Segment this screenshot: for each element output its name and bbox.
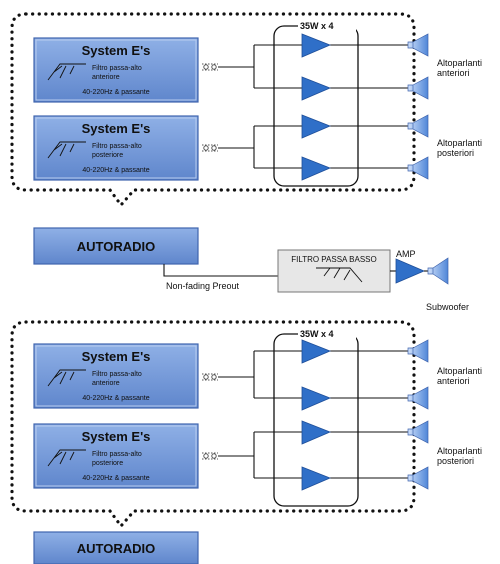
speaker-label-rear: Altoparlanti (437, 446, 482, 456)
module-line2: anteriore (92, 74, 120, 81)
rca-connector-icon (202, 63, 218, 152)
signal-wiring (218, 44, 408, 169)
module-title: System E's (82, 121, 151, 136)
module-line2: posteriore (92, 460, 123, 467)
speaker-label-rear: Altoparlanti (437, 138, 482, 148)
rca-connector-icon (202, 373, 218, 460)
filter-curve-icon (316, 267, 363, 283)
filter-curve-icon (47, 63, 86, 81)
module-rear: System E's Filtro passa-alto posteriore … (33, 423, 199, 489)
module-range: 40-220Hz & passante (82, 475, 149, 482)
speaker-label-front: Altoparlanti (437, 366, 482, 376)
module-line1: Filtro passa-alto (92, 143, 142, 150)
section-enclosure (10, 320, 416, 529)
lowpass-filter-box: FILTRO PASSA BASSO (277, 249, 391, 293)
subwoofer-speaker-icon (427, 257, 449, 285)
power-label: 35W x 4 (300, 329, 334, 339)
subwoofer-chain: Non-fading Preout FILTRO PASSA BASSO AMP… (163, 249, 469, 312)
subwoofer-label: Subwoofer (426, 302, 469, 312)
amplifier-icon (301, 33, 332, 181)
module-line2: anteriore (92, 380, 120, 387)
module-line1: Filtro passa-alto (92, 451, 142, 458)
module-line1: Filtro passa-alto (92, 65, 142, 72)
speaker-label-front-sub: anteriori (437, 376, 470, 386)
speaker-icon (407, 33, 429, 180)
amp-label: AMP (396, 249, 416, 259)
module-range: 40-220Hz & passante (82, 89, 149, 96)
section-top: 35W x 4 System E's Filtro passa-alto ant… (10, 12, 482, 265)
amplifier-icon (395, 258, 426, 284)
power-label: 35W x 4 (300, 21, 334, 31)
filter-curve-icon (47, 141, 86, 159)
module-rear: System E's Filtro passa-alto posteriore … (33, 115, 199, 181)
module-range: 40-220Hz & passante (82, 395, 149, 402)
amplifier-icon (301, 339, 332, 491)
module-title: System E's (82, 349, 151, 364)
lowpass-label: FILTRO PASSA BASSO (291, 255, 377, 264)
filter-curve-icon (47, 449, 86, 467)
module-front: System E's Filtro passa-alto anteriore 4… (33, 37, 199, 103)
section-enclosure (10, 12, 416, 208)
preout-label: Non-fading Preout (166, 281, 240, 291)
autoradio-unit: AUTORADIO (33, 227, 199, 265)
module-line1: Filtro passa-alto (92, 371, 142, 378)
module-title: System E's (82, 429, 151, 444)
speaker-label-front-sub: anteriori (437, 68, 470, 78)
autoradio-label: AUTORADIO (77, 239, 155, 254)
module-line2: posteriore (92, 152, 123, 159)
autoradio-unit: AUTORADIO (33, 531, 199, 564)
module-title: System E's (82, 43, 151, 58)
module-front: System E's Filtro passa-alto anteriore 4… (33, 343, 199, 409)
speaker-label-front: Altoparlanti (437, 58, 482, 68)
speaker-label-rear-sub: posteriori (437, 456, 474, 466)
module-range: 40-220Hz & passante (82, 167, 149, 174)
signal-wiring (218, 350, 408, 479)
autoradio-label: AUTORADIO (77, 541, 155, 556)
speaker-icon (407, 339, 429, 490)
speaker-label-rear-sub: posteriori (437, 148, 474, 158)
preout-line (163, 264, 278, 277)
filter-curve-icon (47, 369, 86, 387)
section-bottom: 35W x 4 System E's Filtro passa-alto ant… (10, 320, 482, 564)
